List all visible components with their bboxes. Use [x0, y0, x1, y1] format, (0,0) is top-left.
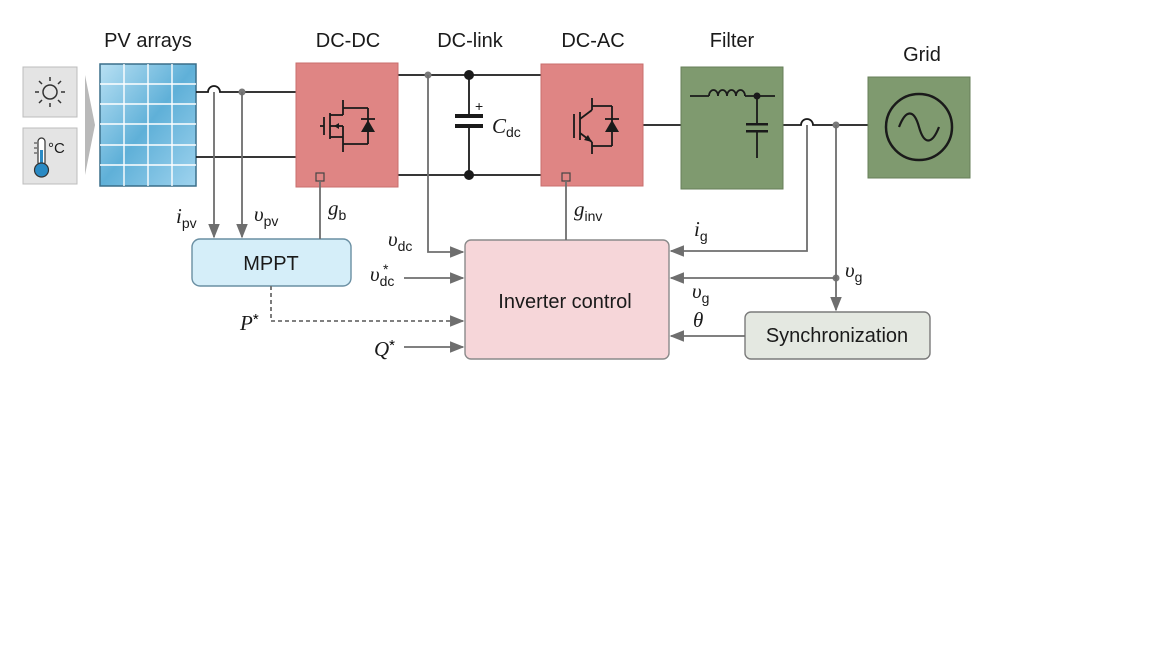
- thermometer-icon: [33, 137, 50, 178]
- synchronization-block: Synchronization: [744, 311, 931, 360]
- v-pv-label: υpv: [254, 202, 278, 229]
- capacitor-label: Cdc: [492, 114, 521, 140]
- ac-source-icon: [884, 92, 954, 162]
- lc-filter: [680, 66, 784, 190]
- g-inv-label: ginv: [574, 197, 602, 224]
- v-dc-ref-star: *: [383, 261, 389, 277]
- mppt-block: MPPT: [191, 238, 352, 287]
- i-pv-label: ipv: [176, 204, 197, 231]
- dcac-inverter: [540, 63, 644, 187]
- inverter-control-label: Inverter control: [498, 291, 631, 313]
- sun-sensor: [22, 66, 78, 118]
- dclink-title: DC-link: [437, 30, 504, 52]
- synchronization-label: Synchronization: [766, 325, 908, 347]
- v-g-grid-label: υg: [845, 258, 862, 285]
- temperature-unit: °C: [48, 140, 65, 157]
- v-g-control-label: υg: [692, 279, 709, 306]
- pv-panel: [99, 63, 197, 187]
- v-dc-ref-label: υdc: [370, 262, 394, 289]
- i-g-label: ig: [694, 217, 708, 244]
- dcdc-converter: [295, 62, 399, 188]
- pv-arrays-title: PV arrays: [104, 30, 192, 52]
- dcac-title: DC-AC: [561, 30, 624, 52]
- mppt-label: MPPT: [243, 253, 299, 275]
- dcdc-title: DC-DC: [316, 30, 380, 52]
- v-dc-label: υdc: [388, 227, 412, 254]
- capacitor-polarity: +: [475, 98, 483, 114]
- irradiance-arrow: [85, 75, 95, 175]
- signal-wiring: [208, 75, 842, 353]
- q-ref-label: Q*: [374, 337, 395, 361]
- temperature-sensor: °C: [22, 127, 78, 185]
- grid-source: [867, 76, 971, 179]
- grid-title: Grid: [903, 44, 941, 66]
- dc-link-capacitor: + Cdc: [455, 98, 521, 140]
- p-ref-label: P*: [239, 311, 259, 335]
- g-b-label: gb: [328, 196, 347, 223]
- theta-label: θ: [693, 308, 703, 332]
- inverter-control-block: Inverter control: [464, 239, 670, 360]
- sun-icon: [35, 77, 65, 107]
- filter-title: Filter: [710, 30, 755, 52]
